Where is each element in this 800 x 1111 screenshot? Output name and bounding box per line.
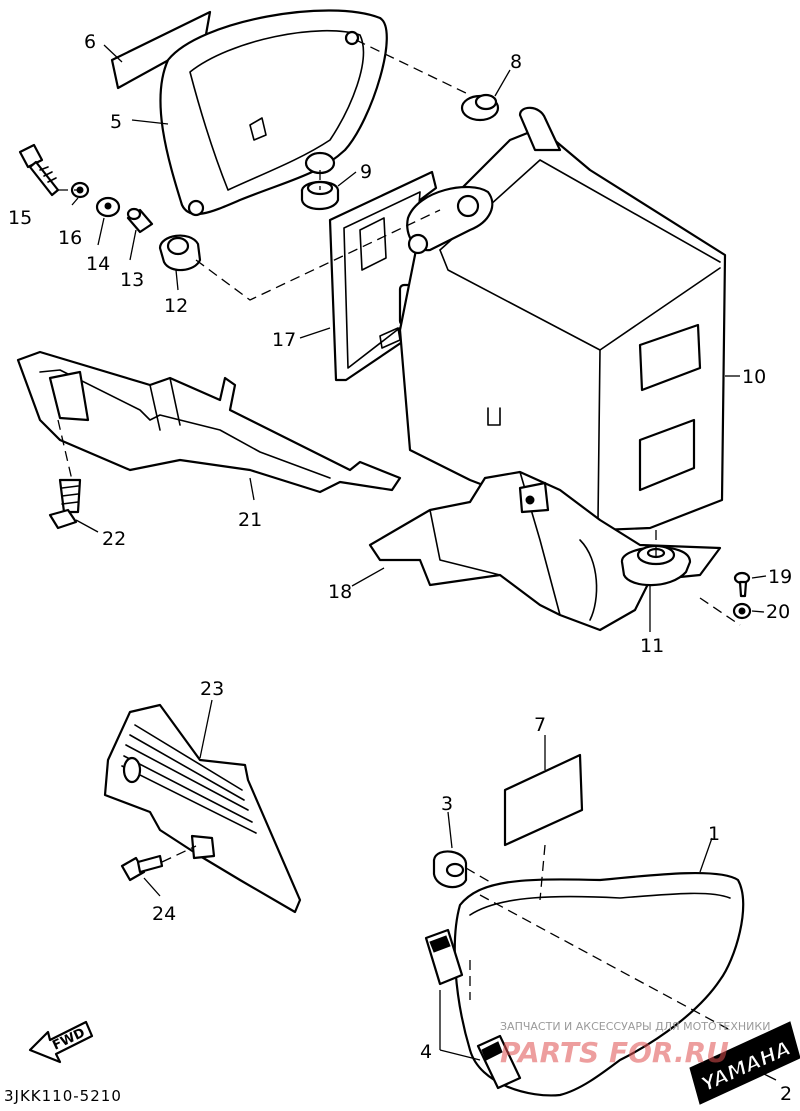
label-20: 20 [766,601,790,623]
leader-lines [57,39,777,1081]
part-4-rubber-block-lower [476,1034,522,1090]
part-15-bolt [18,143,60,197]
watermark-logo: PARTS FOR.RU [500,1036,729,1069]
part-5-cover [159,9,388,217]
part-22-bolt [48,478,82,530]
part-8-grommet [460,93,500,122]
fwd-direction-arrow: FWD [28,1020,94,1064]
label-17: 17 [272,329,296,351]
part-1-side-cover [453,871,745,1097]
label-24: 24 [152,903,176,925]
label-11: 11 [640,635,664,657]
part-24-bolt [120,854,164,882]
label-18: 18 [328,581,352,603]
label-3: 3 [441,793,453,815]
label-2: 2 [780,1083,792,1105]
label-16: 16 [58,227,82,249]
watermark-caption: ЗАПЧАСТИ И АКСЕССУАРЫ ДЛЯ МОТОТЕХНИКИ [500,1020,770,1033]
part-10-battery-box [398,106,727,532]
watermark: ЗАПЧАСТИ И АКСЕССУАРЫ ДЛЯ МОТОТЕХНИКИ PA… [500,1020,770,1069]
label-12: 12 [164,295,188,317]
part-9-grommet [300,180,340,211]
label-19: 19 [768,566,792,588]
label-5: 5 [110,111,122,133]
part-11-grommet [620,544,692,587]
label-9: 9 [360,161,372,183]
label-14: 14 [86,253,110,275]
part-3-grommet [432,850,468,889]
part-20-washer [732,602,752,620]
part-21-bracket [16,350,402,494]
part-23-side-panel [103,703,302,914]
drawing-code: 3JKK110-5210 [4,1087,122,1105]
label-10: 10 [742,366,766,388]
part-13-collar [126,207,154,234]
label-13: 13 [120,269,144,291]
label-1: 1 [708,823,720,845]
part-12-grommet [158,234,202,272]
part-number-labels: 1 2 3 4 5 6 7 8 9 10 11 12 13 14 15 16 1… [8,31,792,1105]
part-4-rubber-block-upper [424,928,464,986]
label-7: 7 [534,714,546,736]
label-8: 8 [510,51,522,73]
part-7-emblem [503,753,584,847]
label-4: 4 [420,1041,432,1063]
label-21: 21 [238,509,262,531]
label-6: 6 [84,31,96,53]
label-15: 15 [8,207,32,229]
label-22: 22 [102,528,126,550]
part-19-screw [733,571,751,598]
label-23: 23 [200,678,224,700]
part-14-washer [95,196,121,218]
